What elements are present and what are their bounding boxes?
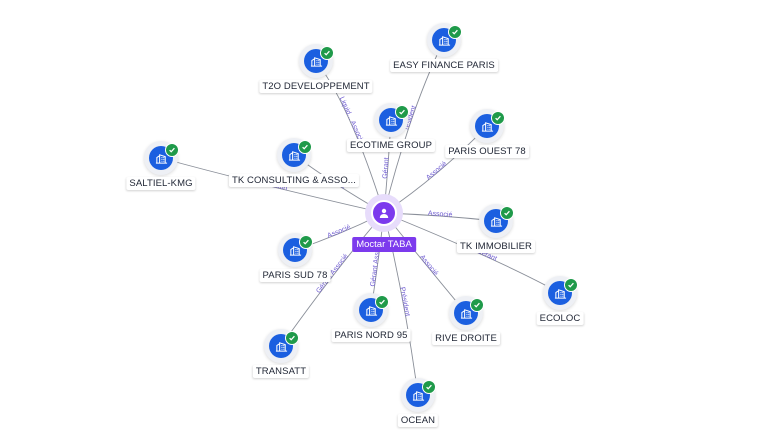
edge-label-ecotime: Gérant (382, 157, 391, 179)
verified-check-icon (320, 46, 334, 60)
edge-easy (383, 39, 445, 214)
edge-label-parisouest: Associé (425, 160, 448, 181)
person-icon (371, 200, 397, 226)
edge-label-tkimmo: Associé (428, 210, 453, 219)
center-person-label: Moctar TABA (352, 237, 416, 252)
company-label: EASY FINANCE PARIS (390, 59, 498, 72)
company-label: T2O DEVELOPPEMENT (259, 80, 373, 93)
company-label: OCEAN (397, 414, 439, 427)
company-label: SALTIEL-KMG (126, 177, 196, 190)
company-label: TK IMMOBILIER (456, 240, 536, 253)
company-label: RIVE DROITE (432, 332, 500, 345)
verified-check-icon (395, 105, 409, 119)
verified-check-icon (422, 380, 436, 394)
company-label: TK CONSULTING & ASSO... (228, 174, 360, 187)
verified-check-icon (165, 143, 179, 157)
verified-check-icon (285, 331, 299, 345)
edge-label-ocean: Président (398, 287, 410, 317)
verified-check-icon (500, 206, 514, 220)
company-label: TRANSATT (252, 365, 310, 378)
edge-label-parissud: Associé (327, 224, 352, 240)
verified-check-icon (299, 235, 313, 249)
edge-ecoloc (383, 212, 561, 294)
verified-check-icon (298, 140, 312, 154)
verified-check-icon (448, 25, 462, 39)
edge-label-rivedroite: Associé (418, 254, 439, 277)
edge-label-t2o: Liquid... Associé (338, 96, 365, 145)
company-label: PARIS NORD 95 (331, 329, 411, 342)
company-label: ECOLOC (536, 312, 584, 325)
verified-check-icon (491, 111, 505, 125)
verified-check-icon (375, 295, 389, 309)
verified-check-icon (470, 298, 484, 312)
company-label: ECOTIME GROUP (346, 139, 436, 152)
edge-ocean (383, 212, 419, 396)
verified-check-icon (564, 278, 578, 292)
building-icon (149, 146, 173, 170)
company-label: PARIS SUD 78 (259, 269, 331, 282)
building-icon (359, 298, 383, 322)
company-label: PARIS OUEST 78 (445, 145, 529, 158)
